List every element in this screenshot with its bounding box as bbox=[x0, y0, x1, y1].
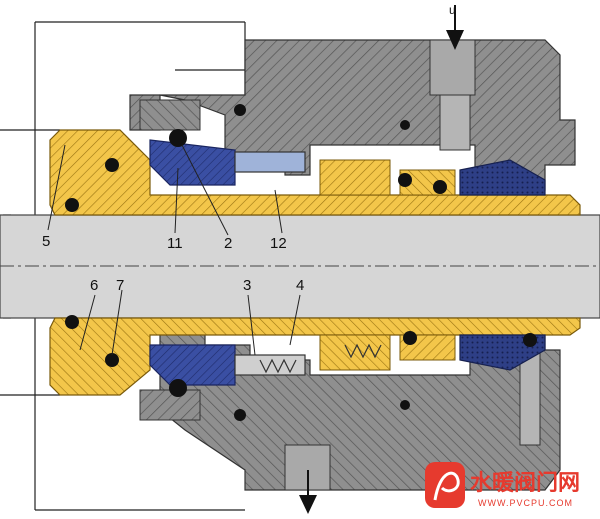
label-11: 11 bbox=[167, 235, 183, 252]
frame-lines bbox=[0, 21, 246, 511]
leader-lines bbox=[47, 144, 301, 356]
watermark-url: WWW.PVCPU.COM bbox=[478, 498, 573, 508]
label-2: 2 bbox=[224, 235, 232, 252]
label-6: 6 bbox=[90, 277, 98, 294]
watermark: 水暖阀门网 WWW.PVCPU.COM bbox=[425, 462, 580, 508]
part-labels: 5 11 2 12 6 7 3 4 bbox=[42, 233, 304, 294]
label-5: 5 bbox=[42, 233, 50, 250]
flow-arrows: u bbox=[299, 3, 464, 514]
springs bbox=[234, 151, 382, 376]
label-3: 3 bbox=[243, 277, 251, 294]
inlet-arrow-icon bbox=[446, 30, 464, 50]
sleeve-upper bbox=[49, 129, 581, 216]
outlet-arrow-icon bbox=[299, 495, 317, 514]
inlet-label: u bbox=[449, 3, 456, 17]
o-rings bbox=[65, 104, 537, 421]
label-12: 12 bbox=[270, 235, 287, 252]
sleeve-lower bbox=[49, 317, 581, 396]
label-4: 4 bbox=[296, 277, 304, 294]
shaft bbox=[0, 214, 600, 319]
label-7: 7 bbox=[116, 277, 124, 294]
seal-faces bbox=[149, 139, 546, 386]
watermark-title: 水暖阀门网 bbox=[470, 470, 580, 496]
